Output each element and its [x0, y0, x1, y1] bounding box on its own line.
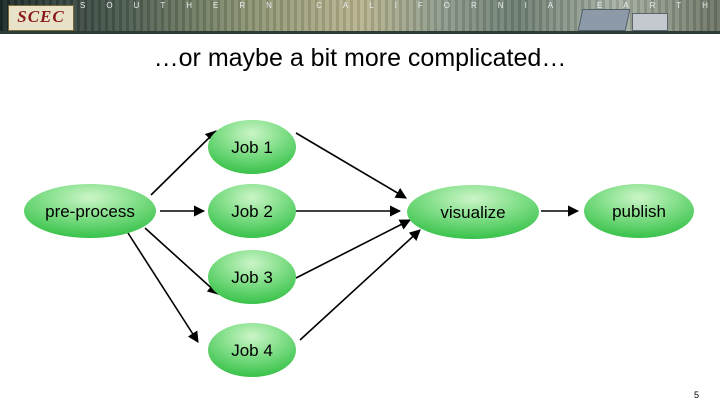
node-label-job4: Job 4 [231, 341, 273, 360]
edges-layer [128, 131, 578, 342]
node-job4: Job 4 [208, 323, 296, 377]
node-pre-process: pre-process [24, 184, 156, 238]
node-label-job1: Job 1 [231, 138, 273, 157]
node-job3: Job 3 [208, 250, 296, 304]
node-label-visualize: visualize [440, 203, 505, 222]
edge-job4-to-visualize [300, 230, 420, 340]
edge-pre-process-to-job1 [151, 131, 216, 195]
edge-job3-to-visualize [296, 220, 410, 278]
edge-pre-process-to-job4 [128, 233, 198, 342]
node-label-job3: Job 3 [231, 268, 273, 287]
edge-pre-process-to-job3 [145, 228, 218, 294]
node-label-job2: Job 2 [231, 202, 273, 221]
edge-job1-to-visualize [296, 133, 406, 198]
nodes-layer: pre-process Job 1 Job 2 Job 3 Job 4 visualize… [24, 120, 694, 377]
page-number: 5 [694, 390, 699, 400]
node-label-pre-process: pre-process [45, 202, 135, 221]
node-publish: publish [584, 184, 694, 238]
node-label-publish: publish [612, 202, 666, 221]
node-job2: Job 2 [208, 184, 296, 238]
node-visualize: visualize [407, 185, 539, 239]
node-job1: Job 1 [208, 120, 296, 174]
